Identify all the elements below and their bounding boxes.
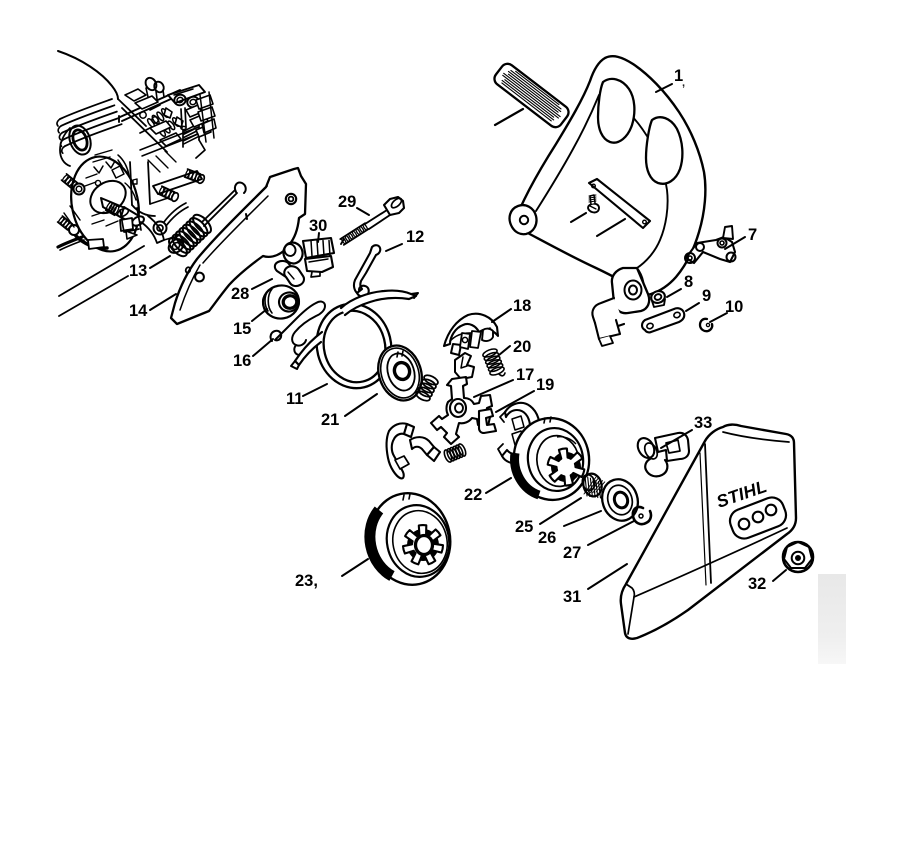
svg-text:22: 22 xyxy=(464,486,482,504)
svg-text:10: 10 xyxy=(725,298,743,316)
svg-text:18: 18 xyxy=(513,297,531,315)
svg-text:33: 33 xyxy=(694,414,712,432)
svg-text:11: 11 xyxy=(286,390,303,408)
svg-text:13: 13 xyxy=(129,262,147,280)
svg-text:14: 14 xyxy=(129,302,148,320)
svg-text:23,: 23, xyxy=(295,572,318,590)
svg-text:,: , xyxy=(682,77,685,89)
svg-text:15: 15 xyxy=(233,320,251,338)
svg-text:8: 8 xyxy=(684,273,693,291)
svg-text:32: 32 xyxy=(748,575,766,593)
svg-text:1: 1 xyxy=(674,67,683,85)
svg-text:21: 21 xyxy=(321,411,339,429)
svg-text:12: 12 xyxy=(406,228,424,246)
svg-text:19: 19 xyxy=(536,376,554,394)
svg-text:20: 20 xyxy=(513,338,531,356)
svg-text:30: 30 xyxy=(309,217,327,235)
svg-text:7: 7 xyxy=(748,226,757,244)
svg-text:26: 26 xyxy=(538,529,556,547)
svg-text:25: 25 xyxy=(515,518,533,536)
svg-text:29: 29 xyxy=(338,193,356,211)
svg-text:31: 31 xyxy=(563,588,581,606)
svg-text:28: 28 xyxy=(231,285,249,303)
svg-text:16: 16 xyxy=(233,352,251,370)
svg-text:27: 27 xyxy=(563,544,581,562)
svg-text:17: 17 xyxy=(516,366,534,384)
svg-text:9: 9 xyxy=(702,287,711,305)
